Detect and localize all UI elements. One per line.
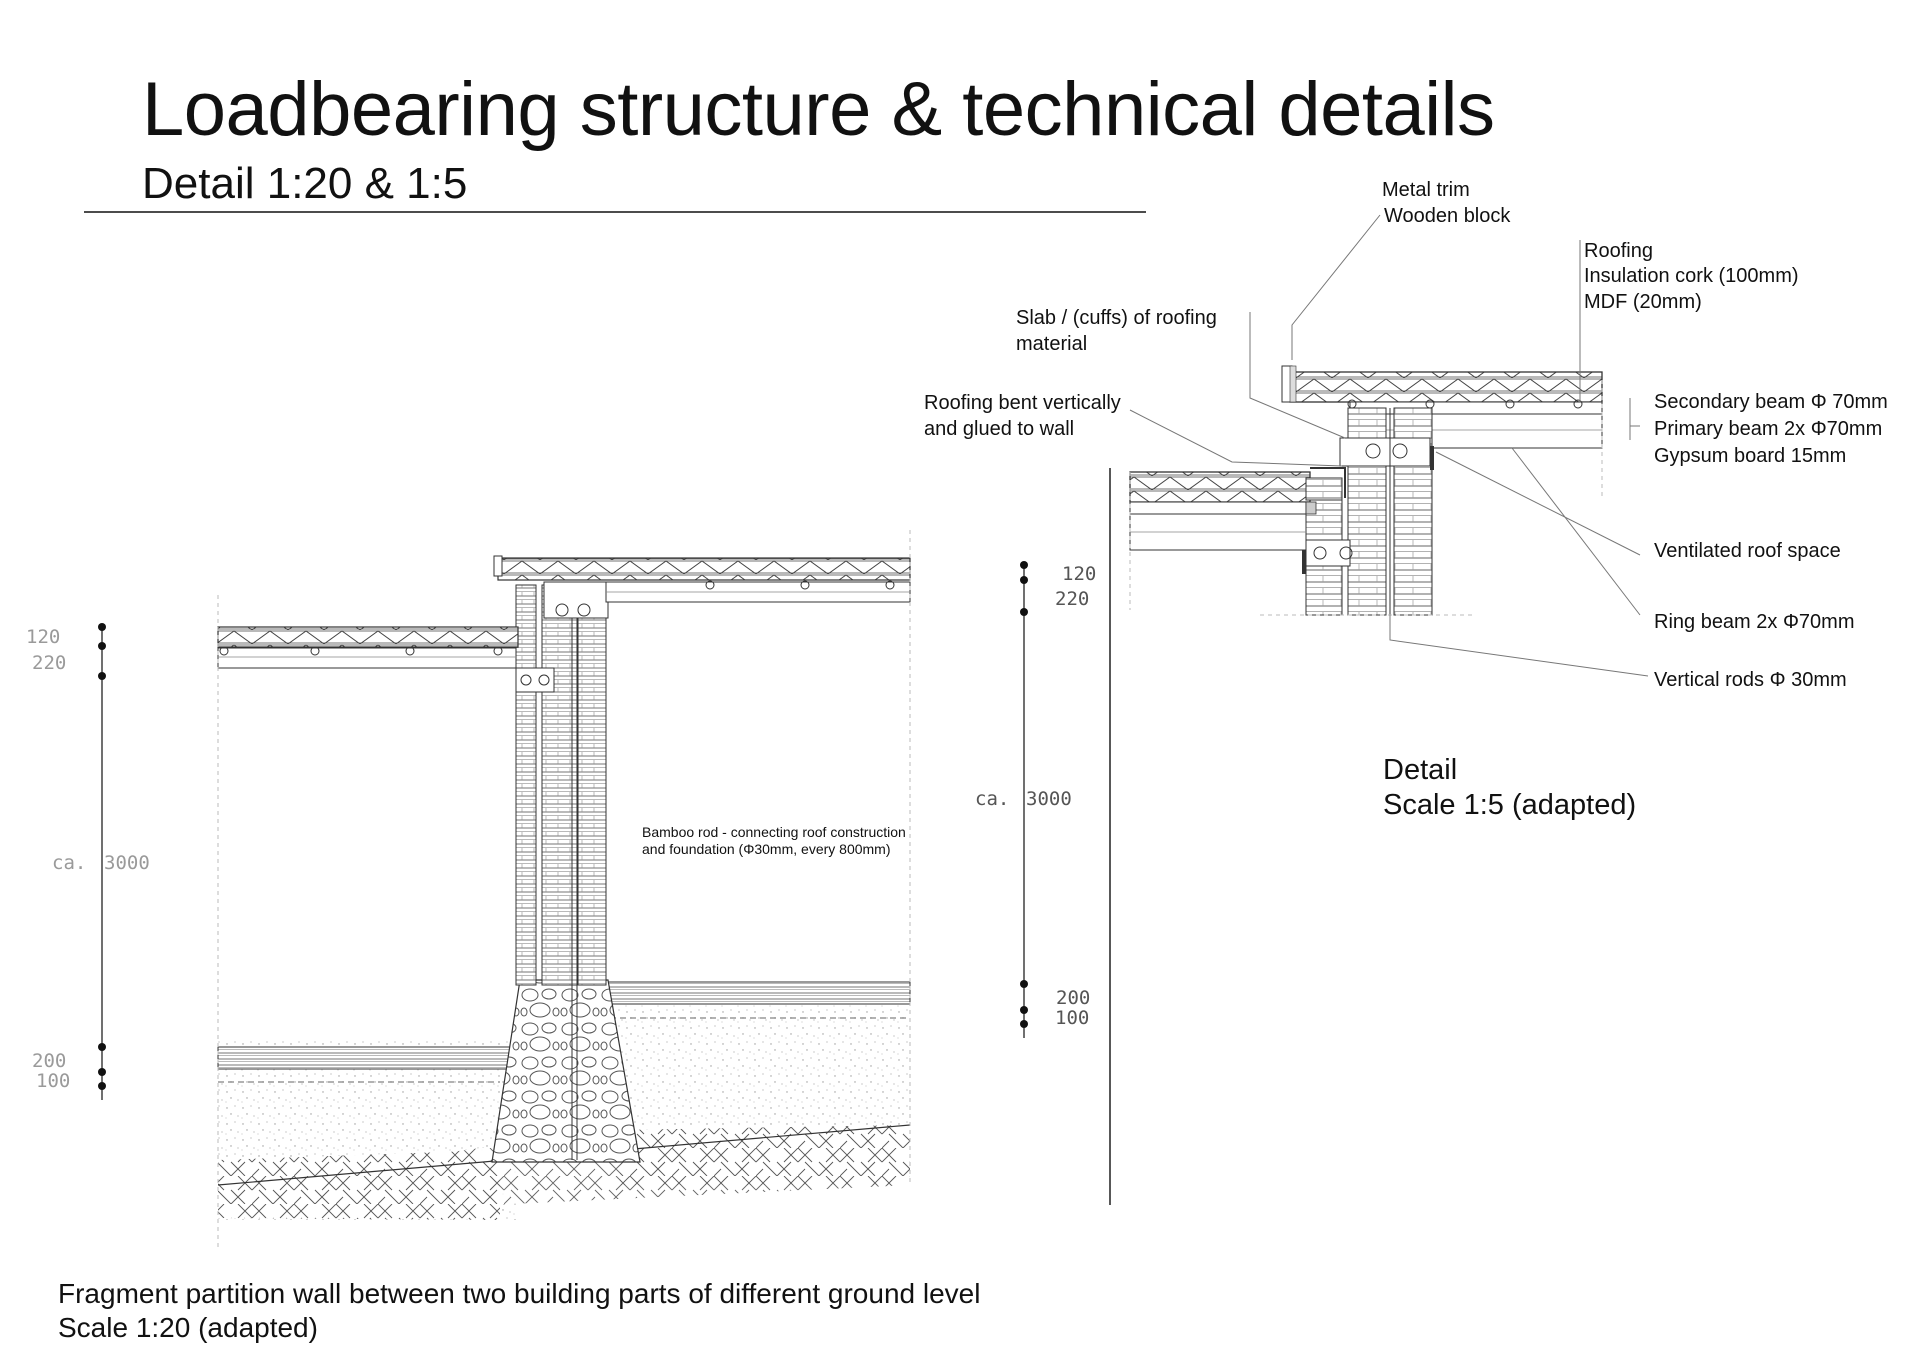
label-slab-2: material <box>1016 333 1087 355</box>
section-detail-1-5: Metal trim Wooden block Roofing Insulati… <box>924 179 1888 691</box>
section-detail-1-20: Bamboo rod - connecting roof constructio… <box>217 530 911 1250</box>
dimension-chain-left: 120 220 ca. 3000 200 100 <box>26 623 150 1100</box>
label-ventilated: Ventilated roof space <box>1654 540 1841 562</box>
label-ring-beam: Ring beam 2x Φ70mm <box>1654 611 1854 633</box>
dim-mid-ca: ca. <box>975 788 1009 810</box>
label-insulation: Insulation cork (100mm) <box>1584 265 1799 287</box>
dim-mid-200: 200 <box>1056 987 1090 1009</box>
caption-right: Detail Scale 1:5 (adapted) <box>1383 753 1636 823</box>
dimension-chain-middle: 120 220 ca. 3000 200 100 <box>975 561 1096 1038</box>
label-mdf: MDF (20mm) <box>1584 291 1702 313</box>
page-subtitle: Detail 1:20 & 1:5 <box>142 159 468 208</box>
label-metal-trim: Metal trim <box>1382 179 1470 201</box>
label-vertical-rods: Vertical rods Φ 30mm <box>1654 669 1847 691</box>
dim-mid-100: 100 <box>1055 1007 1089 1029</box>
label-roofing: Roofing <box>1584 240 1653 262</box>
dim-left-200: 200 <box>32 1050 66 1072</box>
dim-left-220: 220 <box>32 652 66 674</box>
page-title: Loadbearing structure & technical detail… <box>142 67 1495 152</box>
label-wooden-block: Wooden block <box>1384 205 1511 227</box>
label-secondary-beam: Secondary beam Φ 70mm <box>1654 391 1888 413</box>
caption-left-line2: Scale 1:20 (adapted) <box>58 1312 318 1343</box>
dim-left-3000: 3000 <box>104 852 150 874</box>
label-bent-1: Roofing bent vertically <box>924 392 1121 414</box>
label-bent-2: and glued to wall <box>924 418 1074 440</box>
dim-left-ca: ca. <box>52 852 86 874</box>
label-slab-1: Slab / (cuffs) of roofing <box>1016 307 1217 329</box>
caption-left-line1: Fragment partition wall between two buil… <box>58 1278 981 1309</box>
label-gypsum: Gypsum board 15mm <box>1654 445 1846 467</box>
caption-left: Fragment partition wall between two buil… <box>58 1277 980 1345</box>
dim-mid-3000: 3000 <box>1026 788 1072 810</box>
dim-left-120: 120 <box>26 626 60 648</box>
caption-right-line1: Detail <box>1383 754 1458 786</box>
bamboo-note-line2: and foundation (Φ30mm, every 800mm) <box>642 841 891 857</box>
dim-mid-120: 120 <box>1062 563 1096 585</box>
caption-right-line2: Scale 1:5 (adapted) <box>1383 789 1637 821</box>
bamboo-note-line1: Bamboo rod - connecting roof constructio… <box>642 824 906 840</box>
dim-left-100: 100 <box>36 1070 70 1092</box>
label-primary-beam: Primary beam 2x Φ70mm <box>1654 418 1882 440</box>
dim-mid-220: 220 <box>1055 588 1089 610</box>
